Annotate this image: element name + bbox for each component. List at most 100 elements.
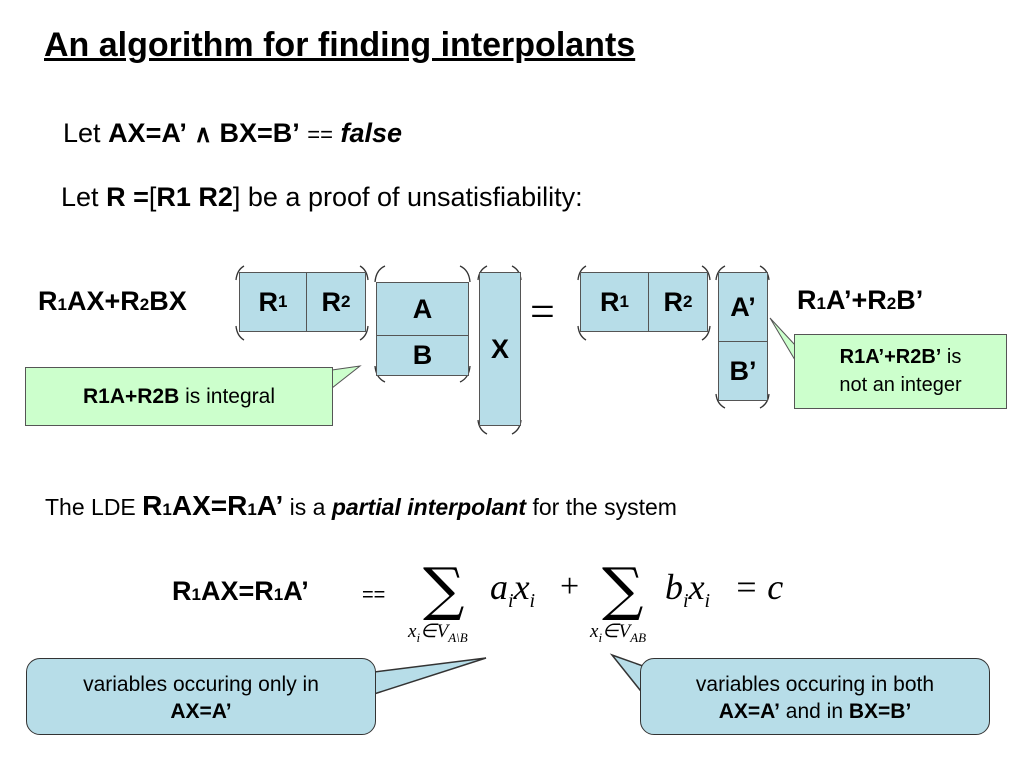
t-xi: i <box>529 590 536 613</box>
callout-vars-only: variables occuring only in AX=A’ <box>26 658 376 735</box>
i2-set: AB <box>630 629 647 645</box>
i1-in: ∈V <box>420 621 449 642</box>
r2-text: R <box>321 286 342 317</box>
r2-text-right: R <box>663 286 684 317</box>
f-ax: AX=R <box>200 576 274 606</box>
r1-sub: 1 <box>278 292 288 311</box>
lbl-bx: BX <box>149 286 187 316</box>
page-title: An algorithm for finding interpolants <box>44 26 636 64</box>
lde-post: for the system <box>526 494 677 520</box>
t-bx: x <box>688 567 705 607</box>
rlbl-b: B’ <box>896 285 924 315</box>
lde-a: A’ <box>256 490 284 521</box>
expr-bx: BX=B’ <box>219 118 300 148</box>
lbl-sub1: 1 <box>57 295 67 314</box>
lde-sub2: 1 <box>247 500 257 519</box>
i1-i: i <box>416 629 421 645</box>
false-value: false <box>340 118 403 148</box>
lde-mid: is a <box>283 494 332 520</box>
not-int-text: not an integer <box>839 374 962 396</box>
integral-expr: R1A+R2B <box>82 385 180 408</box>
b-prime-text: B’ <box>729 355 757 386</box>
t-x: x <box>513 567 530 607</box>
plus-sign: + <box>560 568 580 605</box>
both-line1: variables occuring in both <box>695 673 935 696</box>
sum-index-1: xi∈VA\B <box>408 620 468 646</box>
f-sub1: 1 <box>191 585 201 604</box>
formula-eq: == <box>362 584 386 606</box>
left-expression-label: R1AX+R2BX <box>38 286 187 317</box>
a-prime-text: A’ <box>730 291 756 322</box>
lde-ax: AX=R <box>171 490 248 521</box>
both-bx: BX=B’ <box>848 700 912 723</box>
both-ax: AX=A’ <box>718 700 780 723</box>
let-statement-2: Let R =[R1 R2] be a proof of unsatisfiab… <box>61 182 583 213</box>
rlbl-a: A’+R <box>825 285 887 315</box>
expr-ax: AX=A’ <box>108 118 187 148</box>
t-a: a <box>490 567 508 607</box>
r2-sub-right: 2 <box>683 292 693 311</box>
t-ai: i <box>508 590 514 613</box>
i2-x: x <box>590 621 599 642</box>
t-bxi: i <box>704 590 711 613</box>
not-int-expr: R1A’+R2B’ <box>839 346 942 368</box>
f-r: R <box>172 576 192 606</box>
lde-r: R <box>142 490 163 521</box>
cell-b-prime: B’ <box>718 341 768 401</box>
equals-sign: = <box>530 287 555 336</box>
sum-index-2: xi∈VAB <box>590 620 646 646</box>
i1-set: A\B <box>448 629 468 645</box>
formula-lhs: R1AX=R1A’ <box>172 576 309 607</box>
lde-statement: The LDE R1AX=R1A’ is a partial interpola… <box>45 490 677 522</box>
cell-x: X <box>479 272 521 426</box>
lde-sub1: 1 <box>162 500 172 519</box>
bracket-open: [ <box>148 182 157 212</box>
r1-sub-right: 1 <box>619 292 629 311</box>
f-a: A’ <box>283 576 309 606</box>
proof-text: ] be a proof of unsatisfiability: <box>232 182 583 212</box>
rlbl-sub1: 1 <box>816 294 826 313</box>
integral-text: is integral <box>179 385 275 408</box>
rlbl-r: R <box>797 285 817 315</box>
i1-x: x <box>408 621 417 642</box>
sum-term-b: bixi <box>665 566 710 613</box>
only-line1: variables occuring only in <box>83 673 319 696</box>
cell-a: A <box>376 282 469 336</box>
right-expression-label: R1A’+R2B’ <box>797 285 923 316</box>
t-b: b <box>665 567 683 607</box>
only-line2: AX=A’ <box>170 700 232 723</box>
r-assign: R = <box>106 182 149 212</box>
both-and: and in <box>779 700 849 723</box>
lbl-sub2: 2 <box>139 295 150 314</box>
sum-symbol-1: ∑ <box>423 555 465 623</box>
b-text: B <box>412 340 433 370</box>
let-word: Let <box>63 118 101 148</box>
f-sub2: 1 <box>273 585 284 604</box>
lde-pre: The LDE <box>45 494 143 520</box>
not-int-is: is <box>941 346 962 368</box>
rlbl-sub2: 2 <box>886 294 897 313</box>
equals-c: = c <box>734 567 784 607</box>
let-statement-1: Let AX=A’ ∧ BX=B’ == false <box>63 118 402 149</box>
t-bi: i <box>683 590 689 613</box>
cell-b: B <box>376 335 469 376</box>
r1-text: R <box>258 286 279 317</box>
and-symbol: ∧ <box>194 121 212 148</box>
equals-equals: == <box>307 122 333 147</box>
r2-sub: 2 <box>341 292 351 311</box>
r1-text-right: R <box>600 286 620 317</box>
i2-i: i <box>598 629 603 645</box>
i2-in: ∈V <box>602 621 631 642</box>
a-text: A <box>412 293 433 324</box>
lbl-r: R <box>38 286 58 316</box>
partial-interpolant: partial interpolant <box>331 494 527 520</box>
callout-not-integer: R1A’+R2B’ is not an integer <box>794 334 1007 409</box>
sum-term-a: aixi <box>490 566 535 613</box>
r1-r2: R1 R2 <box>156 182 233 212</box>
x-text: X <box>490 333 509 364</box>
let-word-2: Let <box>61 182 99 212</box>
